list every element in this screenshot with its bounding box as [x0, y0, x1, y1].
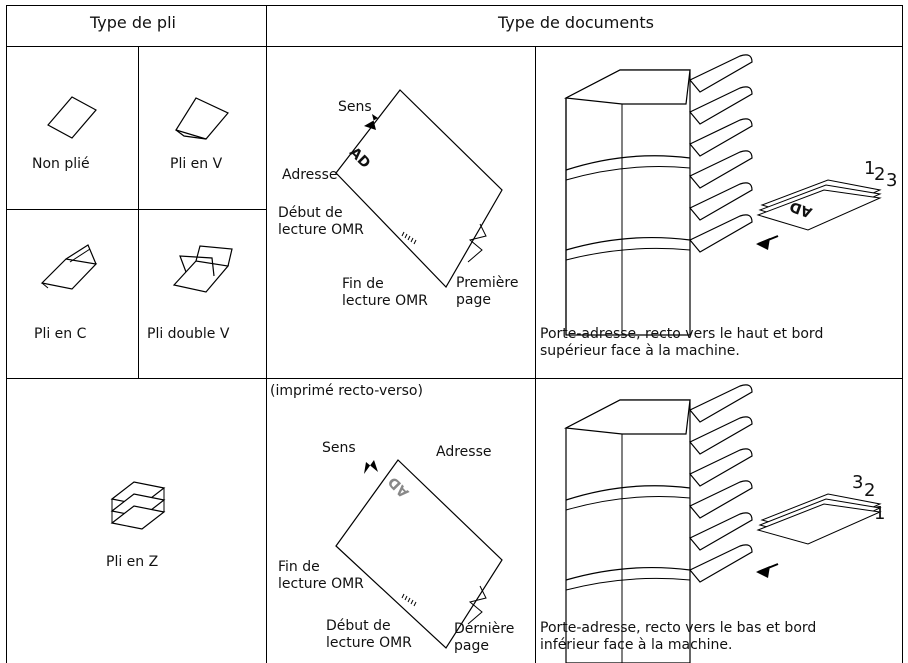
fold-inner-vertical — [138, 46, 139, 378]
machine2-caption-2: inférieur face à la machine. — [540, 637, 733, 653]
doc1-debut-label-2: lecture OMR — [278, 222, 364, 238]
doc1-sens-label: Sens — [338, 99, 372, 115]
fold-label-pli-z: Pli en Z — [106, 554, 159, 570]
fold-col-divider — [266, 5, 267, 663]
doc1-fin-label-1: Fin de — [342, 276, 384, 292]
header-fold-type: Type de pli — [90, 13, 176, 32]
machine1-stack-num-3: 3 — [886, 170, 898, 191]
machine2-stack-num-3: 3 — [852, 472, 864, 493]
doc2-fin-label-1: Fin de — [278, 559, 320, 575]
row-divider — [6, 378, 903, 379]
machine2-caption-1: Porte-adresse, recto vers le bas et bord — [540, 620, 817, 636]
doc2-sens-label: Sens — [322, 440, 356, 456]
doc2-debut-label-1: Début de — [326, 618, 391, 634]
border-top — [6, 5, 903, 6]
machine1-caption-2: supérieur face à la machine. — [540, 343, 740, 359]
sens-arrow-icon — [364, 114, 378, 130]
fold-label-pli-c: Pli en C — [34, 326, 87, 342]
doc2-adresse-label: Adresse — [436, 444, 492, 460]
doc2-note: (imprimé recto-verso) — [270, 383, 423, 399]
machine2-stack-num-2: 2 — [864, 480, 876, 501]
header-document-type: Type de documents — [498, 13, 654, 32]
fold-label-pli-v: Pli en V — [170, 156, 223, 172]
doc2-page-label-1: Dernière — [454, 621, 515, 637]
fold-inner-horizontal — [6, 209, 266, 210]
header-divider — [6, 46, 903, 47]
border-left — [6, 5, 7, 663]
fold-label-non-plie: Non plié — [32, 156, 90, 172]
doc2-debut-label-2: lecture OMR — [326, 635, 412, 651]
fold-label-pli-double-v: Pli double V — [147, 326, 230, 342]
doc1-debut-label-1: Début de — [278, 205, 343, 221]
doc2-fin-label-2: lecture OMR — [278, 576, 364, 592]
machine1-stack-num-1: 1 — [864, 158, 876, 179]
border-right — [902, 5, 903, 663]
doc-col-divider — [535, 46, 536, 663]
machine2-stack-num-1: 1 — [874, 503, 886, 524]
machine1-caption-1: Porte-adresse, recto vers le haut et bor… — [540, 326, 824, 342]
doc1-fin-label-2: lecture OMR — [342, 293, 428, 309]
doc1-adresse-label: Adresse — [282, 167, 338, 183]
doc1-page-label-2: page — [456, 292, 491, 308]
doc2-page-label-2: page — [454, 638, 489, 654]
doc1-page-label-1: Première — [456, 275, 519, 291]
machine1-stack-num-2: 2 — [874, 164, 886, 185]
sens-arrow-icon-2 — [364, 460, 378, 474]
